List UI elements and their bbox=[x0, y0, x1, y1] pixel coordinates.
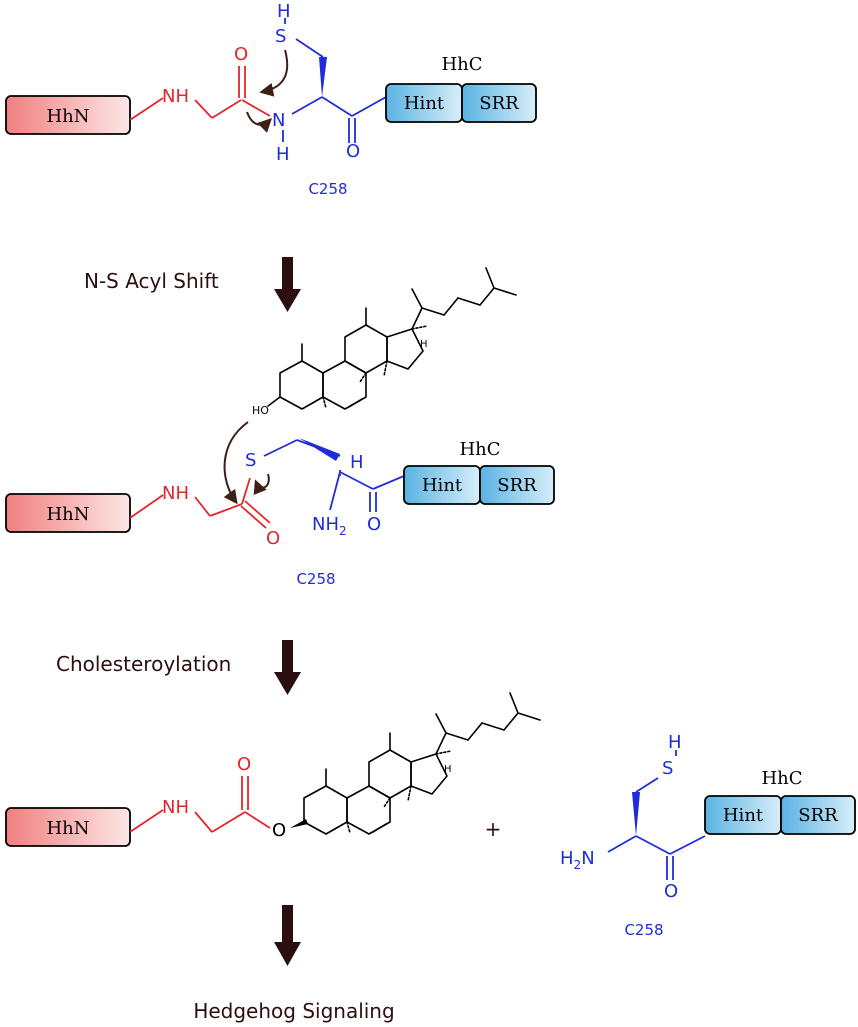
cholesteroylation-label: Cholesteroylation bbox=[56, 652, 231, 676]
hhn-domain-3 bbox=[5, 807, 131, 847]
cholesterol-ester-molecule bbox=[303, 692, 541, 835]
sulfur-label: S bbox=[275, 26, 286, 47]
srr-domain-3 bbox=[780, 795, 856, 835]
nh-label-3: NH bbox=[162, 797, 189, 818]
sulfur-label-3: S bbox=[662, 758, 673, 779]
srr-domain bbox=[461, 83, 537, 123]
cholesterol-molecule bbox=[279, 267, 517, 410]
n-s-acyl-shift-label: N-S Acyl Shift bbox=[84, 269, 219, 293]
srr-domain-2 bbox=[479, 465, 555, 505]
alpha-hydrogen: H bbox=[350, 452, 364, 473]
hhn-domain-2 bbox=[5, 493, 131, 533]
hhn-domain bbox=[5, 95, 131, 135]
plus-sign: + bbox=[485, 817, 502, 841]
free-amine-h2n: H2N bbox=[560, 848, 595, 872]
thioester-electron-arrow bbox=[253, 473, 270, 496]
nh-label: NH bbox=[162, 86, 189, 107]
hint-label-2: Hint bbox=[422, 475, 463, 496]
hydroxyl-attack-arrow bbox=[223, 421, 249, 505]
carbonyl-oxygen-blue: O bbox=[346, 141, 360, 162]
step2-structure: HO H HhN NH O S H NH2 O HhC Hint SRR C25… bbox=[5, 267, 555, 588]
nh-label-2: NH bbox=[162, 483, 189, 504]
cholesterol-h-label-3: H bbox=[444, 764, 452, 775]
thiol-hydrogen: H bbox=[277, 1, 291, 22]
hhc-label-2: HhC bbox=[459, 439, 500, 460]
wedge-bond-3 bbox=[632, 792, 640, 836]
wedge-bond bbox=[319, 57, 327, 97]
amide-nitrogen: N bbox=[272, 110, 285, 131]
cholesterol-hydroxyl: HO bbox=[252, 404, 269, 417]
hint-label: Hint bbox=[404, 93, 445, 114]
srr-label-3: SRR bbox=[798, 805, 838, 826]
electron-push-arrow bbox=[246, 111, 272, 133]
nucleophilic-attack-arrow bbox=[259, 49, 289, 97]
down-arrow-1 bbox=[274, 257, 301, 312]
residue-label-c258-step1: C258 bbox=[308, 180, 347, 198]
carbonyl-oxygen-blue-3: O bbox=[664, 881, 678, 902]
ester-carbonyl-oxygen: O bbox=[237, 754, 251, 775]
hint-label-3: Hint bbox=[723, 805, 764, 826]
carbonyl-oxygen-red: O bbox=[234, 44, 248, 65]
hhn-label: HhN bbox=[46, 106, 89, 127]
down-arrow-3 bbox=[274, 905, 301, 966]
carbonyl-oxygen-blue-2: O bbox=[367, 514, 381, 535]
amide-hydrogen: H bbox=[276, 144, 290, 165]
hhc-label: HhC bbox=[441, 54, 482, 75]
ester-linking-oxygen: O bbox=[272, 820, 286, 841]
hedgehog-signaling-label: Hedgehog Signaling bbox=[193, 999, 394, 1023]
down-arrow-2 bbox=[274, 640, 301, 695]
srr-label-2: SRR bbox=[497, 475, 537, 496]
thiol-hydrogen-3: H bbox=[668, 732, 682, 753]
hhc-label-3: HhC bbox=[761, 768, 802, 789]
step3-structure: HhN NH O O H + H2N S H O HhC Hint SRR C2 bbox=[5, 692, 856, 939]
amine-nh2: NH2 bbox=[312, 514, 347, 538]
cholesterol-h-label: H bbox=[420, 339, 428, 350]
thioester-sulfur: S bbox=[245, 450, 256, 471]
carbonyl-oxygen-red-2: O bbox=[266, 528, 280, 549]
hhn-label-2: HhN bbox=[46, 504, 89, 525]
hhn-label-3: HhN bbox=[46, 818, 89, 839]
srr-label: SRR bbox=[479, 93, 519, 114]
residue-label-c258-step3: C258 bbox=[624, 921, 663, 939]
step1-structure: HhN NH O N H S H O HhC Hint SRR C258 bbox=[5, 1, 537, 198]
residue-label-c258-step2: C258 bbox=[296, 570, 335, 588]
